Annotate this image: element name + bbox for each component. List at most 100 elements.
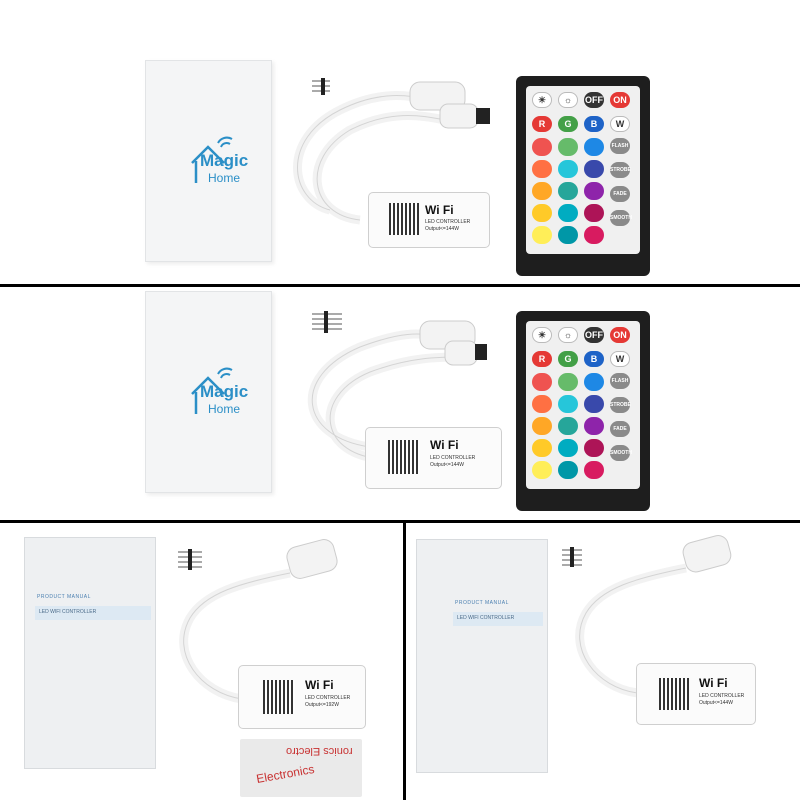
controller-output: Output<=144W [425,226,459,232]
color-button [558,461,578,479]
pin-connector [178,549,206,571]
color-button [584,160,604,178]
mode-button-strobe: STROBE [610,397,631,413]
on-button: ON [610,327,630,343]
controller-cables [307,320,487,464]
color-button [584,226,604,244]
wifi-controller: Wi Fi LED CONTROLLER Output<=192W [238,665,366,729]
color-button [558,138,578,156]
mode-button-fade: FADE [610,421,630,437]
manual-band-label: LED WIFI CONTROLLER [457,615,515,621]
product-manual: PRODUCT MANUAL LED WIFI CONTROLLER [24,537,156,769]
color-button [532,226,552,244]
color-button [584,461,604,479]
logo-line1: Magic [200,382,249,401]
manual-band: LED WIFI CONTROLLER [453,612,543,626]
brightness-down-button: ☼ [558,327,578,343]
mode-button-strobe: STROBE [610,162,631,178]
brightness-down-button: ☼ [558,92,578,108]
button-b: B [584,116,604,132]
color-button [584,204,604,222]
controller-brand: Wi Fi [430,438,459,452]
controller-brand: Wi Fi [305,678,334,692]
qr-code [263,680,295,714]
product-photo-2: Magic Home Wi Fi LED CONTROLLER Output<=… [0,287,800,520]
button-b: B [584,351,604,367]
mode-button-flash: FLASH [610,138,630,154]
color-button [558,417,578,435]
sticker-text-mirrored: ronics Electro [286,745,353,757]
color-button [532,373,552,391]
product-manual: PRODUCT MANUAL LED WIFI CONTROLLER [416,539,548,773]
manual-band-label: LED WIFI CONTROLLER [39,609,97,615]
color-button [584,138,604,156]
divider-2 [0,520,800,523]
color-button [558,182,578,200]
color-button [558,160,578,178]
divider-1 [0,284,800,287]
logo-line2: Home [208,171,241,185]
manual-title: PRODUCT MANUAL [455,600,509,606]
controller-sub: LED CONTROLLER [430,455,476,461]
color-button [584,395,604,413]
controller-cable [575,535,732,698]
button-r: R [532,116,552,132]
off-button: OFF [584,92,604,108]
button-w: W [610,116,630,132]
wifi-controller: Wi Fi LED CONTROLLER Output<=144W [365,427,502,489]
button-r: R [532,351,552,367]
magic-home-booklet: Magic Home [145,60,272,262]
color-button [532,439,552,457]
color-button [532,182,552,200]
color-button [558,439,578,457]
wifi-controller: Wi Fi LED CONTROLLER Output<=144W [636,663,756,725]
pin-connector [562,547,586,567]
color-button [584,182,604,200]
divider-3 [403,523,406,800]
sticker-text: Electronics [255,762,316,786]
controller-brand: Wi Fi [425,203,454,217]
manual-band: LED WIFI CONTROLLER [35,606,151,620]
color-button [584,417,604,435]
qr-code [389,203,419,235]
color-button [558,204,578,222]
button-g: G [558,116,578,132]
product-photo-1: Magic Home Wi Fi LED CONTROLLER Output<=… [0,0,800,284]
color-button [532,160,552,178]
pin-connector [312,311,346,335]
mode-button-smooth: SMOOTH [610,445,632,461]
button-w: W [610,351,630,367]
controller-brand: Wi Fi [699,676,728,690]
controller-output: Output<=144W [430,462,464,468]
qr-code [659,678,689,710]
house-wifi-icon [191,136,233,183]
color-button [584,439,604,457]
wifi-controller: Wi Fi LED CONTROLLER Output<=144W [368,192,490,248]
controller-cables [293,81,490,225]
product-photo-3: PRODUCT MANUAL LED WIFI CONTROLLER Wi Fi… [0,523,403,800]
mode-button-smooth: SMOOTH [610,210,632,226]
color-button [532,417,552,435]
color-button [584,373,604,391]
color-button [532,138,552,156]
off-button: OFF [584,327,604,343]
qr-code [388,440,420,474]
manual-title: PRODUCT MANUAL [37,594,91,600]
controller-sub: LED CONTROLLER [305,695,351,701]
mode-button-flash: FLASH [610,373,630,389]
controller-output: Output<=144W [699,700,733,706]
product-photo-4: PRODUCT MANUAL LED WIFI CONTROLLER Wi Fi… [406,523,800,800]
on-button: ON [610,92,630,108]
magic-home-booklet: Magic Home [145,291,272,493]
color-button [558,373,578,391]
color-button [532,204,552,222]
color-button [558,395,578,413]
controller-sub: LED CONTROLLER [425,219,471,225]
color-button [532,395,552,413]
brightness-up-button: ☀ [532,92,552,108]
color-button [558,226,578,244]
